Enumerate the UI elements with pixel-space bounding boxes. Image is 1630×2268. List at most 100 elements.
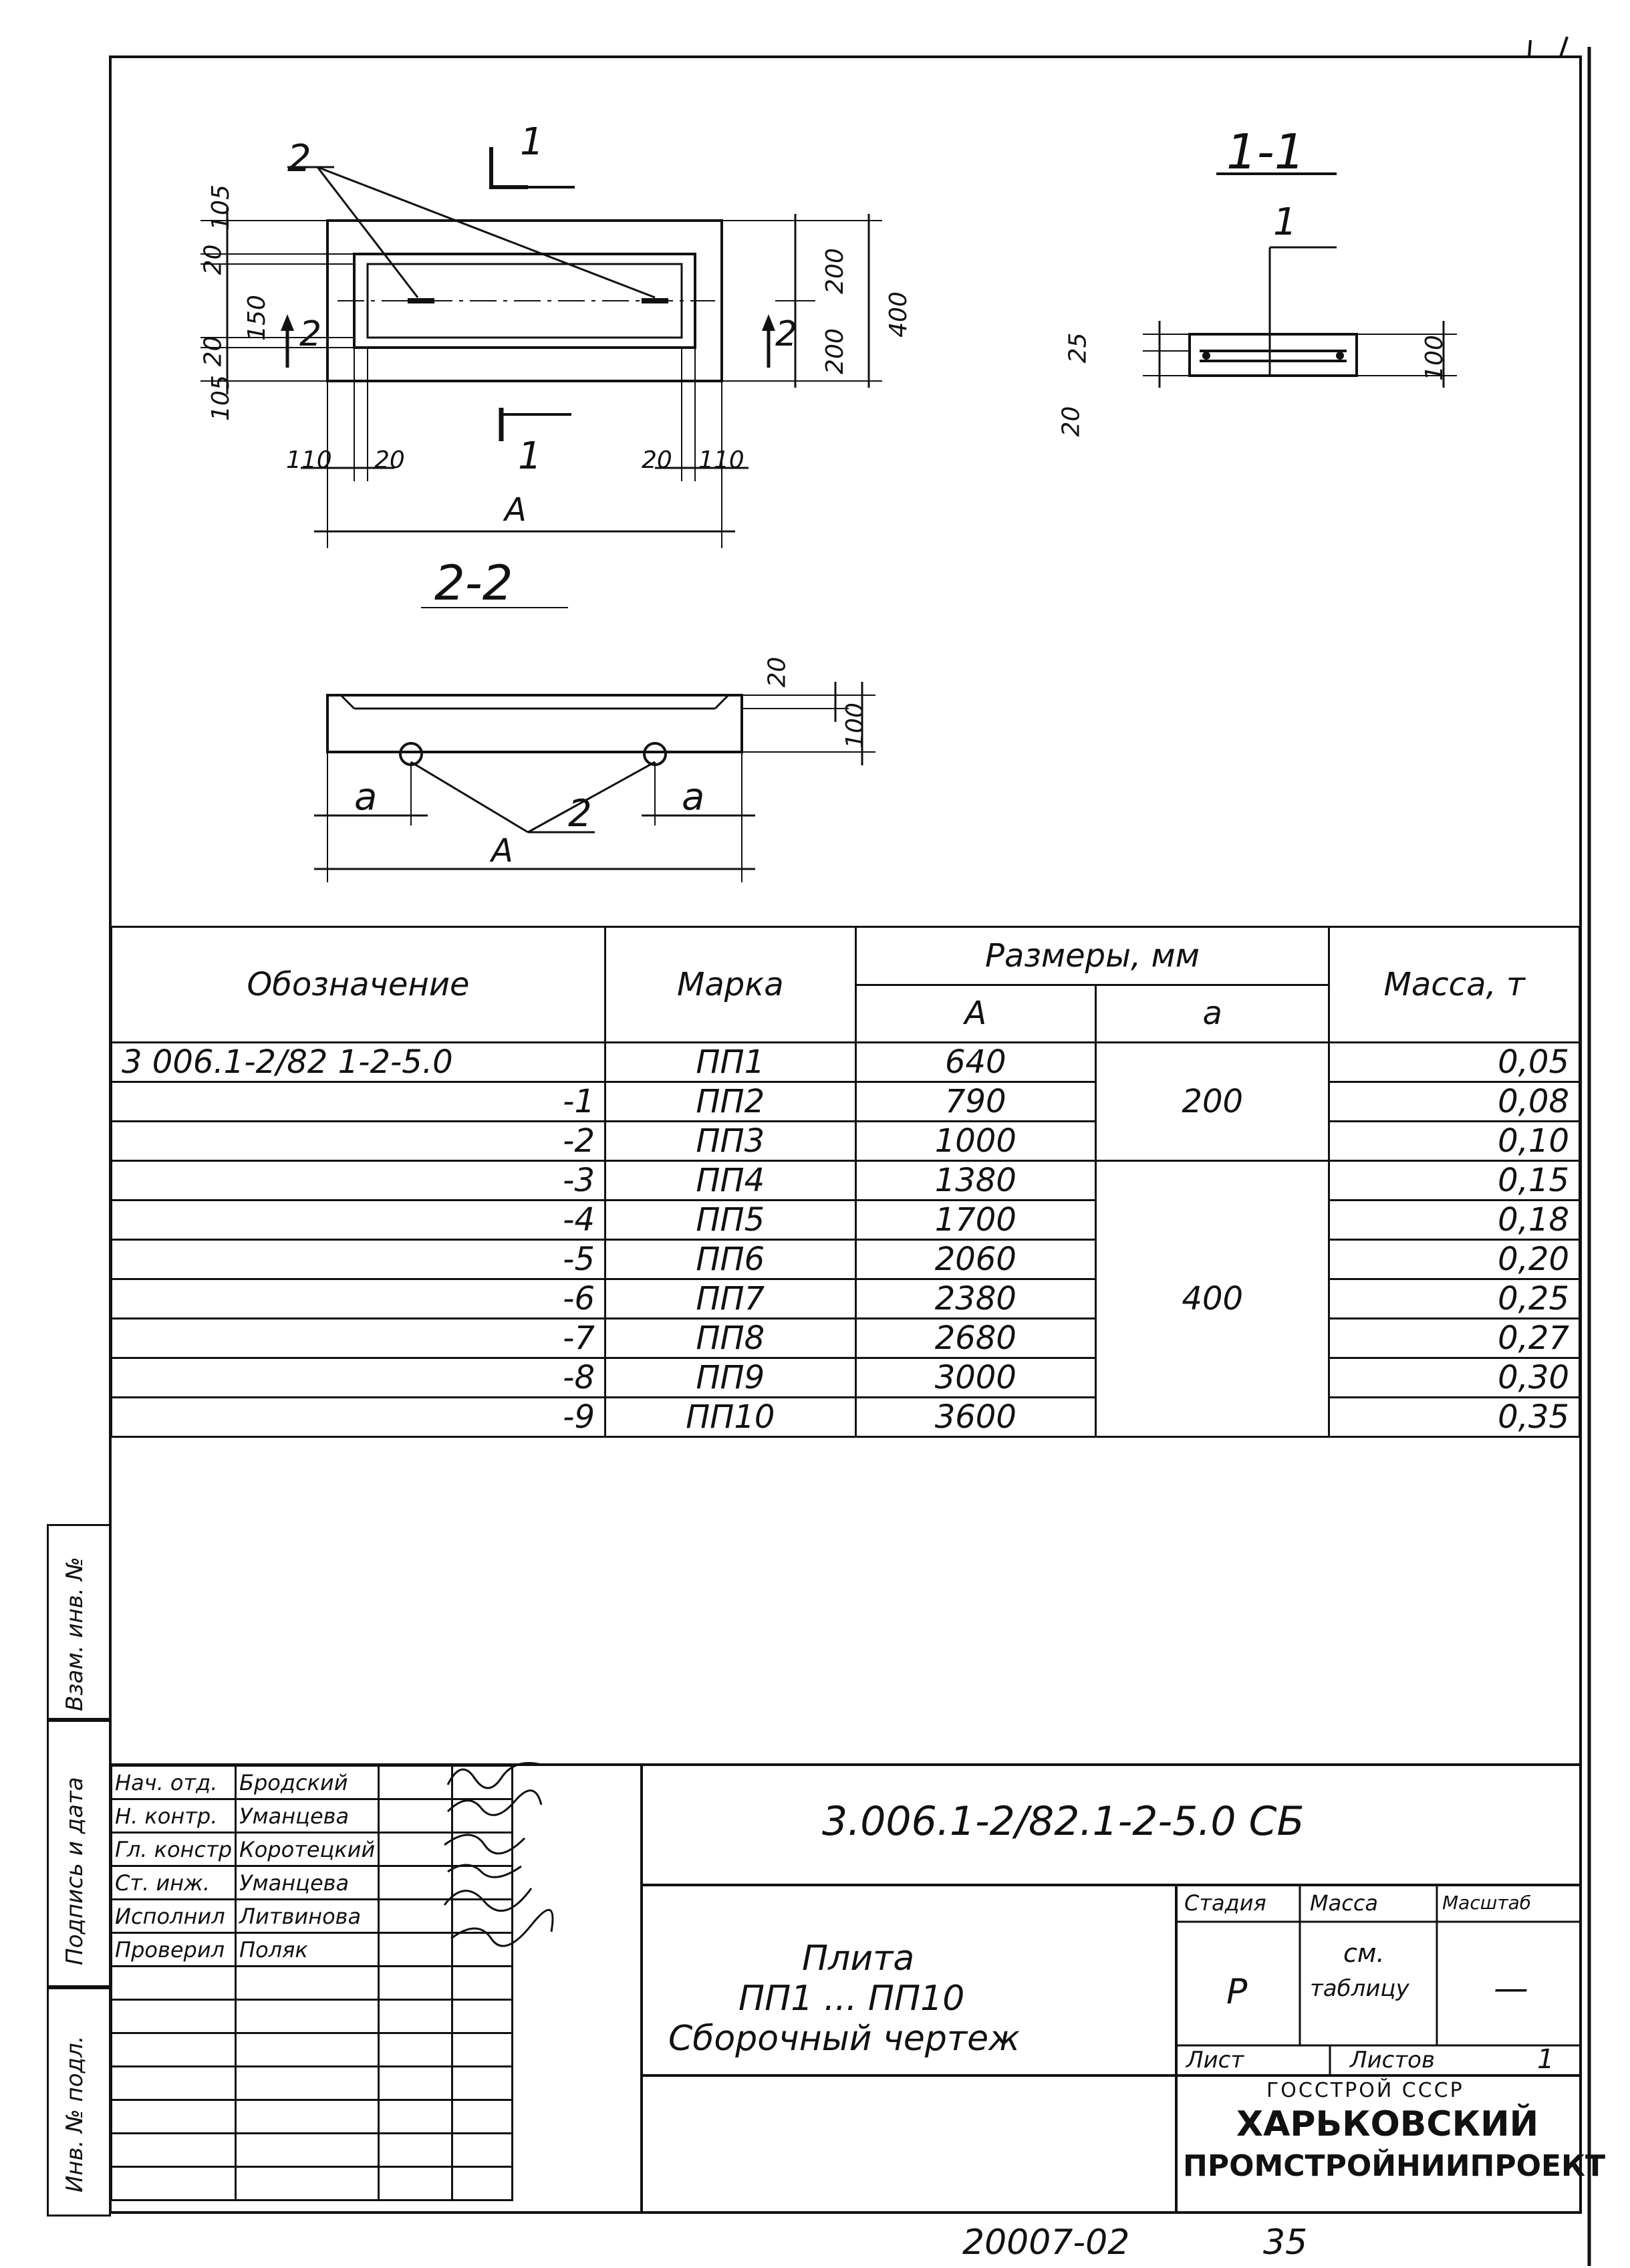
product-name-line2: ПП1 ... ПП10 — [738, 1979, 965, 2019]
signature-row — [110, 2065, 514, 2101]
row-mark: ПП1 — [604, 1041, 857, 1083]
date-cell — [451, 1932, 514, 1967]
name-cell — [234, 1965, 380, 2001]
plan-dim-bottom-20-left: 20 — [374, 447, 405, 474]
header-designation: Обозначение — [110, 926, 607, 1043]
sheet-label: Лист — [1186, 2047, 1244, 2073]
date-cell — [451, 1999, 514, 2034]
signature-scribbles — [443, 1762, 554, 1947]
row-mark: ПП10 — [604, 1396, 857, 1438]
row-designation: -1 — [110, 1081, 607, 1122]
side-stamp-sign-cell — [47, 1718, 111, 1989]
row-mass: 0,18 — [1328, 1199, 1581, 1241]
table-row: -9 ПП10 3600 0,35 — [110, 1396, 1581, 1438]
product-name-line1: Плита — [802, 1938, 915, 1979]
row-mass: 0,10 — [1328, 1120, 1581, 1162]
plan-length-A: A — [505, 491, 527, 529]
row-mass: 0,05 — [1328, 1041, 1581, 1083]
role-cell — [110, 1999, 237, 2034]
date-cell — [451, 2065, 514, 2101]
signature-cell — [378, 1999, 454, 2034]
role-cell: Исполнил — [110, 1898, 237, 1934]
plan-section-2-right: 2 — [775, 314, 798, 354]
elevation-length-A: A — [491, 832, 513, 870]
elevation-callout-2: 2 — [568, 792, 592, 836]
row-mass: 0,25 — [1328, 1278, 1581, 1319]
signature-cell — [378, 1798, 454, 1834]
signature-cell — [378, 1932, 454, 1967]
row-size-A: 1700 — [854, 1199, 1097, 1241]
header-size-a: a — [1095, 983, 1331, 1043]
signature-row — [110, 1999, 514, 2034]
row-mark: ПП4 — [604, 1160, 857, 1201]
row-designation: -2 — [110, 1120, 607, 1162]
name-cell: Поляк — [234, 1932, 380, 1967]
row-designation: -4 — [110, 1199, 607, 1241]
role-cell — [110, 2032, 237, 2067]
org-line-2: ХАРЬКОВСКИЙ — [1236, 2104, 1539, 2144]
signature-row — [110, 2099, 514, 2134]
signature-cell — [378, 1832, 454, 1867]
name-cell: Уманцева — [234, 1865, 380, 1900]
signature-cell — [378, 2065, 454, 2101]
date-cell — [451, 2166, 514, 2201]
section-1-1-callout: 1 — [1273, 201, 1297, 244]
row-size-A: 3600 — [854, 1396, 1097, 1438]
name-cell: Литвинова — [234, 1898, 380, 1934]
row-mass: 0,15 — [1328, 1160, 1581, 1201]
role-cell: Н. контр. — [110, 1798, 237, 1834]
name-cell: Бродский — [234, 1765, 380, 1800]
row-mark: ПП3 — [604, 1120, 857, 1162]
date-cell — [451, 2032, 514, 2067]
table-row: -1 ПП2 790 0,08 — [110, 1081, 1581, 1122]
role-cell — [110, 1965, 237, 2001]
row-size-A: 1380 — [854, 1160, 1097, 1201]
table-row: -3 ПП4 1380 400 0,15 — [110, 1160, 1581, 1438]
org-line-1: ГОССТРОЙ СССР — [1266, 2079, 1464, 2102]
row-size-A: 1000 — [854, 1120, 1097, 1162]
header-mass: Масса, т — [1328, 926, 1581, 1043]
row-size-A: 640 — [854, 1041, 1097, 1083]
doc-code: 3.006.1-2/82.1-2-5.0 СБ — [822, 1798, 1305, 1845]
sheets-label: Листов — [1350, 2047, 1436, 2073]
archive-number: 20007-02 — [962, 2223, 1130, 2263]
row-designation: -9 — [110, 1396, 607, 1438]
elevation-dim-a-left: a — [354, 775, 378, 819]
role-cell — [110, 2099, 237, 2134]
row-mark: ПП8 — [604, 1317, 857, 1359]
role-cell: Ст. инж. — [110, 1865, 237, 1900]
row-size-A: 2380 — [854, 1278, 1097, 1319]
mass-value-2: таблицу — [1310, 1975, 1409, 2002]
product-name-line3: Сборочный чертеж — [668, 2019, 1020, 2059]
row-size-A: 2680 — [854, 1317, 1097, 1359]
row-mark: ПП7 — [604, 1278, 857, 1319]
signature-cell — [378, 1865, 454, 1900]
plan-view — [200, 147, 882, 608]
section-1-1-view — [1143, 172, 1457, 388]
row-designation: -8 — [110, 1357, 607, 1398]
row-mark: ПП5 — [604, 1199, 857, 1241]
mass-label: Масса — [1310, 1890, 1379, 1916]
signature-row — [110, 2132, 514, 2168]
signature-row: Нач. отд.Бродский — [110, 1765, 514, 1800]
table-row: -7 ПП8 2680 0,27 — [110, 1317, 1581, 1359]
signature-row — [110, 1965, 514, 2001]
name-cell — [234, 2166, 380, 2201]
row-mass: 0,27 — [1328, 1317, 1581, 1359]
table-row: -2 ПП3 1000 0,10 — [110, 1120, 1581, 1162]
name-cell — [234, 2032, 380, 2067]
row-designation: -6 — [110, 1278, 607, 1319]
header-sizes: Размеры, мм — [854, 926, 1331, 986]
stage-value: Р — [1226, 1972, 1248, 2012]
signature-cell — [378, 2032, 454, 2067]
view-title-2-2: 2-2 — [434, 555, 513, 611]
row-designation: -3 — [110, 1160, 607, 1201]
role-cell — [110, 2132, 237, 2168]
role-cell — [110, 2065, 237, 2101]
date-cell — [451, 1965, 514, 2001]
signature-cell — [378, 2132, 454, 2168]
